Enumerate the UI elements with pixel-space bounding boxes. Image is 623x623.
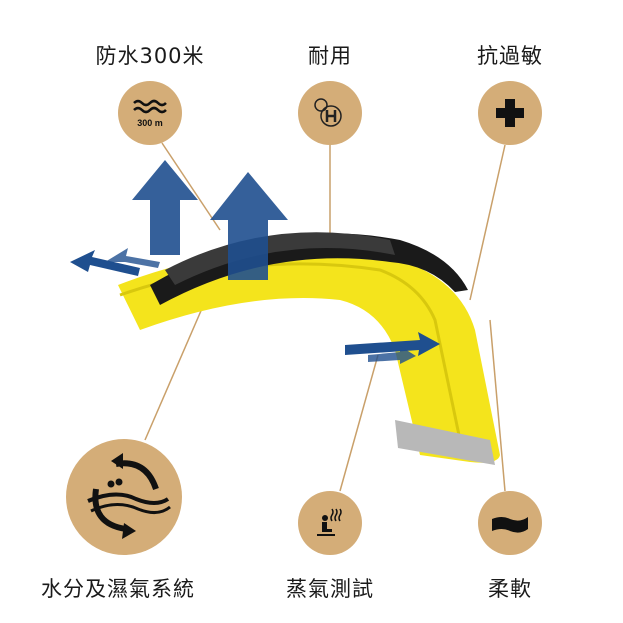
feature-label-soft: 柔軟 (488, 577, 532, 601)
plus-cross-icon (478, 81, 542, 145)
feature-label-moisture: 水分及濕氣系統 (41, 577, 195, 601)
leader-lines (144, 142, 506, 492)
depth-text: 300 m (137, 118, 163, 128)
durable-watch-icon (298, 81, 362, 145)
airflow-arrows (70, 160, 440, 364)
feature-label-waterproof: 防水300米 (95, 44, 205, 68)
flexible-band-icon (478, 491, 542, 555)
steam-sauna-icon (298, 491, 362, 555)
waves-300m-icon: 300 m (118, 81, 182, 145)
strap (118, 232, 500, 465)
feature-label-anti-allergy: 抗過敏 (477, 44, 543, 68)
moisture-cycle-icon (66, 439, 182, 555)
feature-label-steam-test: 蒸氣測試 (286, 577, 374, 601)
feature-label-durable: 耐用 (308, 44, 352, 68)
